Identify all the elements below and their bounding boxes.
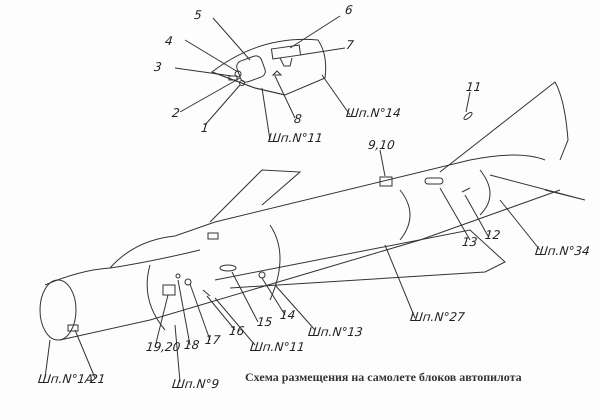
label-6: 6: [344, 3, 354, 17]
diagram-caption: Схема размещения на самолете блоков авто…: [245, 370, 522, 384]
label-14: 14: [279, 308, 297, 322]
label-15: 15: [256, 315, 274, 329]
label-frame-9: Шп.N°9: [171, 377, 220, 391]
label-2: 2: [171, 106, 181, 120]
label-frame-11-top: Шп.N°11: [267, 131, 324, 145]
label-17: 17: [204, 333, 222, 347]
label-18: 18: [183, 338, 201, 352]
label-13: 13: [461, 235, 479, 249]
label-8: 8: [293, 112, 303, 126]
label-frame-34: Шп.N°34: [534, 244, 591, 258]
label-3: 3: [153, 60, 163, 74]
label-21: 21: [89, 372, 107, 386]
label-11: 11: [465, 80, 483, 94]
label-5: 5: [193, 8, 203, 22]
label-1: 1: [200, 121, 210, 135]
label-frame-1a: Шп.N°1A: [37, 372, 95, 386]
label-frame-13: Шп.N°13: [307, 325, 364, 339]
label-7: 7: [345, 38, 355, 52]
label-frame-14: Шп.N°14: [345, 106, 402, 120]
label-12: 12: [484, 228, 502, 242]
label-frame-27: Шп.N°27: [409, 310, 466, 324]
label-4: 4: [164, 34, 174, 48]
label-16: 16: [228, 324, 246, 338]
label-9-10: 9,10: [367, 138, 396, 152]
label-19-20: 19,20: [145, 340, 182, 354]
label-frame-11: Шп.N°11: [249, 340, 306, 354]
fuselage: [39, 81, 586, 383]
cockpit-inset: [174, 15, 351, 141]
